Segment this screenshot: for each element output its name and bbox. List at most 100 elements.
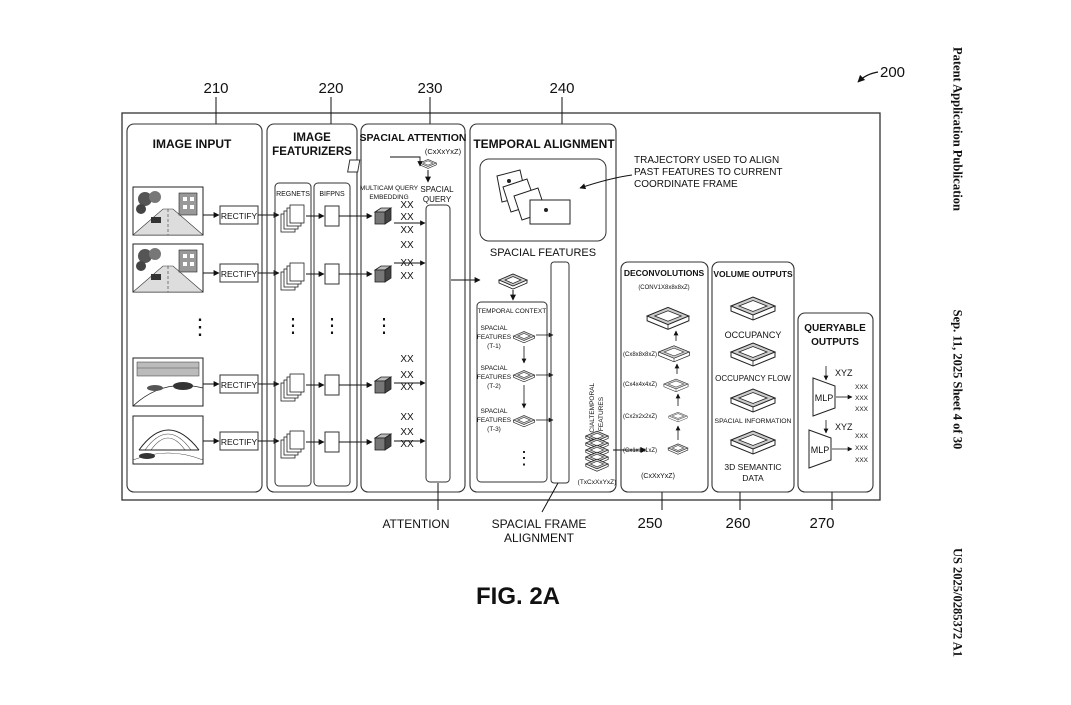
bifpns-column: [313, 182, 351, 487]
trajectory-box: [479, 158, 607, 242]
bifpns-label: BIFPNS: [319, 191, 345, 198]
regnet-stack-4: [280, 430, 305, 459]
attention-label: ATTENTION: [382, 517, 449, 531]
spatiotemporal-dims: (TxCxXxYxZ): [578, 479, 617, 486]
embed-cube-2: [374, 265, 392, 283]
temporal-feature-t3: SPACIAL FEATURES (T-3): [477, 408, 535, 433]
deconvolutions-panel: [620, 261, 709, 493]
svg-text:XX: XX: [400, 258, 414, 269]
occupancy-flow-label: OCCUPANCY FLOW: [715, 374, 791, 383]
trajectory-note-2: PAST FEATURES TO CURRENT: [634, 167, 783, 178]
regnets-label: REGNETS: [276, 191, 310, 198]
embed-cube-3: [374, 376, 392, 394]
bifpn-blocks: [324, 205, 340, 453]
svg-text:XX: XX: [400, 271, 414, 282]
mlp-block-1: MLP XYZ XXX XXX XXX: [812, 366, 869, 417]
spacial-features-label: SPACIAL FEATURES: [490, 247, 596, 259]
xx-group-3: XX XX XX: [400, 354, 414, 393]
svg-text:FEATURES: FEATURES: [477, 417, 512, 424]
svg-text:XX: XX: [400, 212, 414, 223]
svg-text:(T-2): (T-2): [487, 383, 501, 390]
ellipsis-temporal: ⋮: [515, 448, 533, 468]
svg-text:XX: XX: [400, 225, 414, 236]
spacial-query-label-2: QUERY: [423, 195, 452, 204]
semantic-label-2: DATA: [742, 473, 764, 483]
svg-text:XYZ: XYZ: [835, 368, 853, 378]
spatiotemporal-label-2: FEATURES: [598, 396, 605, 431]
queryable-title-2: OUTPUTS: [811, 337, 859, 348]
svg-text:MLP: MLP: [815, 393, 834, 403]
frame-alignment-column: [550, 261, 570, 484]
trajectory-note-1: TRAJECTORY USED TO ALIGN: [634, 155, 779, 166]
svg-text:XXX: XXX: [855, 433, 869, 440]
rectify-label-4: RECTIFY: [221, 437, 258, 447]
queryable-outputs-panel: [797, 312, 874, 493]
rectify-boxes: RECTIFY RECTIFY RECTIFY RECTIFY: [219, 205, 259, 451]
embed-cube-1: [374, 207, 392, 225]
camera-image-3: [132, 357, 204, 407]
ref-230: 230: [417, 80, 442, 97]
figure-caption: FIG. 2A: [476, 583, 560, 610]
mq-embedding-label-2: EMBEDDING: [369, 194, 408, 201]
deconv-dims-2: (Cx4x4x4xZ): [623, 382, 657, 388]
ellipsis-images: ⋮: [189, 314, 211, 339]
temporal-alignment-panel: [469, 123, 617, 493]
svg-text:MLP: MLP: [811, 445, 830, 455]
camera-image-2: [132, 243, 204, 293]
ellipsis-bifpns: ⋮: [322, 315, 342, 337]
ref-220: 220: [318, 80, 343, 97]
deconv-bottom-dims: (CxXxYxZ): [641, 473, 675, 480]
svg-text:SPACIAL: SPACIAL: [481, 365, 508, 372]
deconvolutions-title: DECONVOLUTIONS: [624, 268, 705, 278]
image-input-panel: [126, 123, 263, 493]
spatiotemporal-label-1: SPACIALTEMPORAL: [589, 382, 596, 445]
semantic-label-1: 3D SEMANTIC: [724, 462, 781, 472]
svg-text:XX: XX: [400, 412, 414, 423]
rectify-label-3: RECTIFY: [221, 380, 258, 390]
volume-outputs-panel: [711, 261, 795, 493]
attention-column: [425, 204, 451, 483]
query-dims-label: (CxXxYxZ): [425, 147, 462, 156]
svg-text:XXX: XXX: [855, 384, 869, 391]
svg-text:FEATURES: FEATURES: [477, 374, 512, 381]
spacial-query-label-1: SPACIAL: [420, 185, 454, 194]
temporal-feature-t1: SPACIAL FEATURES (T-1): [477, 325, 535, 350]
svg-text:XXX: XXX: [855, 445, 869, 452]
spacial-attention-title: SPACIAL ATTENTION: [360, 132, 467, 144]
mq-embedding-label-1: MULTICAM QUERY: [360, 185, 419, 192]
regnets-column: [274, 182, 312, 487]
frame-alignment-label-2: ALIGNMENT: [504, 531, 575, 545]
svg-text:XXX: XXX: [855, 457, 869, 464]
featurizers-title-2: FEATURIZERS: [272, 146, 352, 158]
temporal-context-label: TEMPORAL CONTEXT: [478, 308, 546, 315]
svg-text:XX: XX: [400, 382, 414, 393]
temporal-alignment-title: TEMPORAL ALIGNMENT: [473, 137, 615, 151]
volume-outputs-title: VOLUME OUTPUTS: [713, 269, 793, 279]
svg-text:XX: XX: [400, 354, 414, 365]
svg-text:XXX: XXX: [855, 395, 869, 402]
deconv-dims-4: (Cx1x1x1xZ): [623, 448, 657, 454]
xx-group-4: XX XX XX: [400, 412, 414, 450]
mlp-block-2: MLP XYZ XXX XXX XXX: [808, 420, 869, 469]
svg-text:XX: XX: [400, 240, 414, 251]
system-outer-box: [121, 112, 881, 501]
xx-group-1: XX XX XX: [400, 200, 414, 236]
temporal-feature-t2: SPACIAL FEATURES (T-2): [477, 365, 535, 390]
rectify-label-2: RECTIFY: [221, 269, 258, 279]
deconv-top-dims: (CONV1X8x8x8xZ): [638, 285, 689, 291]
regnet-stack-1: [280, 204, 305, 233]
ref-250: 250: [637, 515, 662, 532]
regnet-stack-3: [280, 373, 305, 402]
svg-text:SPACIAL: SPACIAL: [481, 325, 508, 332]
ref-240: 240: [549, 80, 574, 97]
deconv-dims-1: (Cx8x8x8xZ): [623, 352, 657, 358]
regnet-stack-2: [280, 262, 305, 291]
svg-text:SPACIAL: SPACIAL: [481, 408, 508, 415]
svg-text:XX: XX: [400, 200, 414, 211]
frame-alignment-label-1: SPACIAL FRAME: [492, 517, 587, 531]
deconv-dims-3: (Cx2x2x2xZ): [623, 414, 657, 420]
temporal-context-box: [476, 301, 548, 483]
image-featurizers-panel: [266, 123, 358, 493]
svg-text:XX: XX: [400, 370, 414, 381]
